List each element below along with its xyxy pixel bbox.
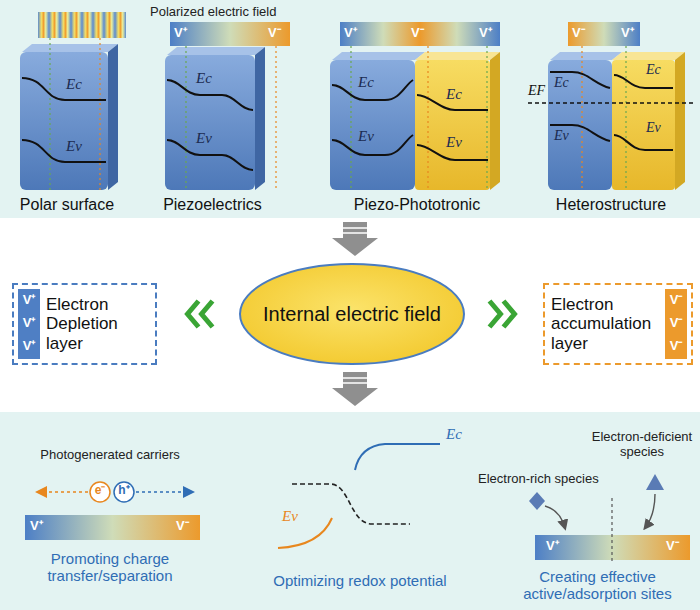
label-text: Ev — [646, 120, 672, 136]
label-text: V⁺ — [174, 26, 198, 41]
label-text: V⁻ — [411, 26, 435, 41]
label-text: Promoting charge transfer/separation — [10, 550, 210, 585]
charge-sign: V⁺ — [18, 293, 40, 308]
label-text: Ec — [446, 86, 472, 103]
label-text: Ev — [66, 138, 92, 155]
label-text: Photogenerated carriers — [20, 448, 200, 463]
label-text: Creating effective active/adsorption sit… — [495, 568, 700, 603]
charge-sign: V⁻ — [665, 293, 687, 308]
label-text: Polarized electric field — [150, 5, 340, 20]
label-text: Piezo-Phototronic — [322, 196, 512, 214]
label-text: V⁺ — [344, 26, 368, 41]
label-text: Optimizing redox potential — [255, 572, 465, 589]
chevron-connector — [490, 301, 515, 327]
label-text: h⁺ — [115, 484, 133, 498]
label-text: Electron-rich species — [478, 472, 628, 487]
label-text: Ev — [554, 128, 578, 144]
label-text: Ec — [646, 62, 672, 78]
label-text: Ev — [282, 508, 308, 525]
label-text: Electron-deficient species — [586, 430, 698, 460]
chevron-connector — [188, 301, 213, 327]
charge-sign: V⁻ — [665, 316, 687, 331]
label-text: Ec — [66, 76, 92, 93]
label-text: V⁺ — [30, 519, 54, 534]
label-text: V⁻ — [268, 26, 292, 41]
ellipse-node: Internal electric field — [238, 262, 466, 366]
charge-sign: V⁺ — [18, 339, 40, 354]
node-title: Electron Depletion layer — [46, 295, 151, 354]
label-text: V⁻ — [572, 26, 596, 41]
layer-box: Electron Depletion layerV⁺V⁺V⁺ — [12, 283, 157, 365]
node-title: Internal electric field — [252, 303, 452, 326]
label-text: Ec — [196, 70, 222, 87]
label-text: Ev — [196, 130, 222, 147]
label-text: V⁺ — [546, 539, 570, 554]
label-text: Heterostructure — [525, 196, 697, 214]
label-text: Ec — [554, 75, 578, 91]
label-text: EF — [528, 83, 550, 99]
label-text: Ev — [446, 134, 472, 151]
charge-sign: V⁺ — [18, 316, 40, 331]
label-text: Ec — [446, 426, 472, 443]
label-text: Polar surface — [3, 196, 131, 214]
layer-box: Electron accumulation layerV⁻V⁻V⁻ — [543, 283, 693, 365]
label-text: V⁻ — [666, 539, 690, 554]
label-text: V⁻ — [176, 519, 200, 534]
charge-sign: V⁻ — [665, 339, 687, 354]
label-text: Piezoelectrics — [145, 196, 280, 214]
label-text: e⁻ — [91, 484, 109, 498]
label-text: V⁺ — [621, 26, 645, 41]
label-text: V⁺ — [479, 26, 503, 41]
label-text: Ec — [358, 74, 384, 91]
node-title: Electron accumulation layer — [551, 295, 661, 354]
label-text: Ev — [358, 128, 384, 145]
